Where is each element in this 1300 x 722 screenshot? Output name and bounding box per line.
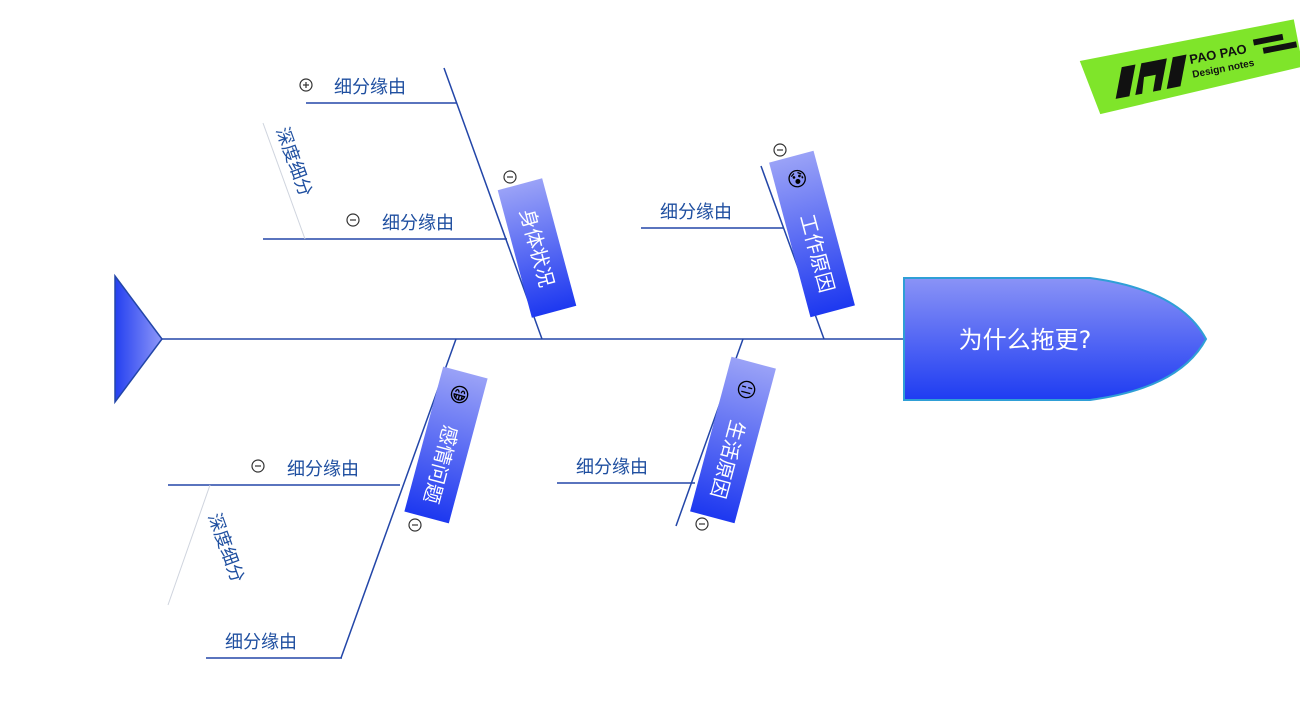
cause-text: 细分缘由 <box>334 77 406 98</box>
fish-head <box>903 277 1208 401</box>
note-text: 深度细分 <box>271 125 315 200</box>
note-line <box>262 122 306 240</box>
collapse-icon[interactable] <box>773 143 787 157</box>
collapse-icon[interactable] <box>251 459 265 473</box>
cause-text: 细分缘由 <box>382 213 454 234</box>
collapse-icon[interactable] <box>346 213 360 227</box>
category-box-work[interactable]: 😰 工作原因 <box>769 150 855 318</box>
note-line <box>167 484 211 606</box>
note-text: 深度细分 <box>203 511 247 586</box>
category-box-body[interactable]: 身体状况 <box>497 178 577 318</box>
collapse-icon[interactable] <box>695 517 709 531</box>
cause-text: 细分缘由 <box>660 202 732 223</box>
collapse-icon[interactable] <box>503 170 517 184</box>
problem-text: 为什么拖更? <box>959 326 1092 354</box>
cause-text: 细分缘由 <box>225 632 297 653</box>
cause-text: 细分缘由 <box>576 457 648 478</box>
category-box-life[interactable]: 😑 生活原因 <box>690 356 776 524</box>
fish-tail <box>114 273 163 405</box>
expand-icon[interactable] <box>299 78 313 92</box>
cause-text: 细分缘由 <box>287 459 359 480</box>
brand-logo: PAO PAO Design notes <box>1079 19 1300 115</box>
collapse-icon[interactable] <box>408 518 422 532</box>
category-box-emotion[interactable]: 😁 感情问题 <box>404 366 488 524</box>
